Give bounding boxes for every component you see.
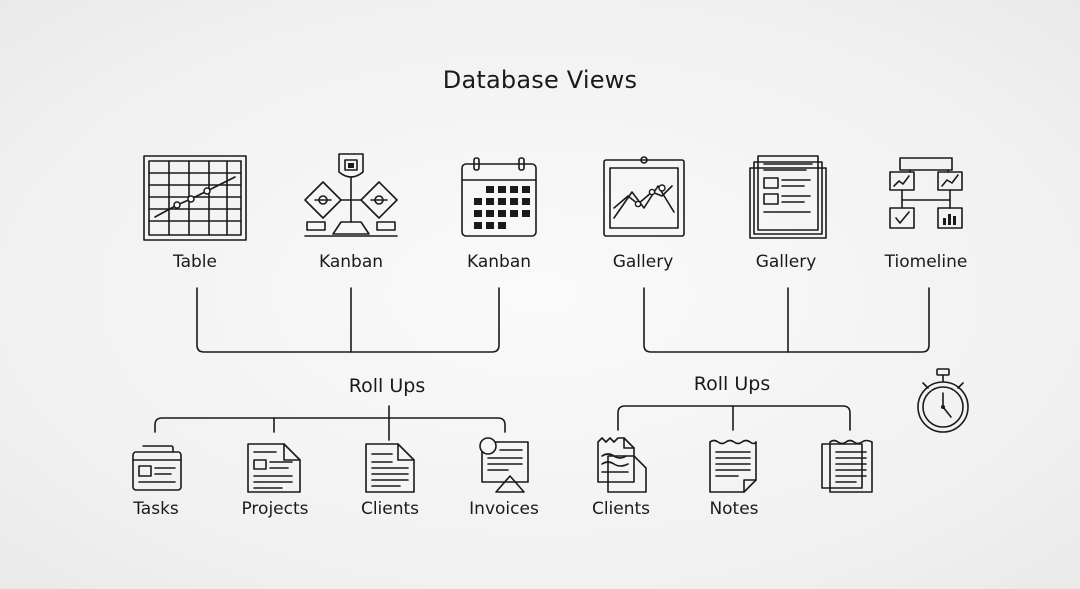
torn-document-icon xyxy=(594,436,648,498)
rollup-item-notes: Notes xyxy=(709,499,759,519)
view-label-table: Table xyxy=(173,252,217,272)
view-label-timeline: Tiomeline xyxy=(884,252,968,272)
rollup-label-left: Roll Ups xyxy=(348,375,426,397)
kanban-board-icon xyxy=(303,152,399,246)
view-label-gallery-2: Gallery xyxy=(755,252,817,272)
rollup-item-projects: Projects xyxy=(241,499,309,519)
view-label-gallery-1: Gallery xyxy=(612,252,674,272)
stacked-documents-icon xyxy=(748,154,828,244)
stopwatch-icon xyxy=(915,367,971,439)
rollup-item-clients-right: Clients xyxy=(591,499,651,519)
file-icon xyxy=(364,442,416,498)
diagram-title: Database Views xyxy=(442,66,638,94)
rollup-item-invoices: Invoices xyxy=(469,499,539,519)
document-icon xyxy=(246,442,302,498)
rollup-item-clients-left: Clients xyxy=(360,499,420,519)
rollup-label-right: Roll Ups xyxy=(693,373,771,395)
rollup-item-tasks: Tasks xyxy=(133,499,179,519)
invoice-icon xyxy=(478,436,532,498)
folder-card-icon xyxy=(131,444,183,496)
table-chart-icon xyxy=(143,155,247,245)
calendar-icon xyxy=(460,157,538,242)
view-label-kanban-1: Kanban xyxy=(318,252,384,272)
notepad-icon xyxy=(708,438,758,498)
flowchart-icon xyxy=(888,156,966,236)
stacked-notes-icon xyxy=(820,438,874,498)
image-frame-icon xyxy=(602,156,686,242)
view-label-kanban-2: Kanban xyxy=(466,252,532,272)
